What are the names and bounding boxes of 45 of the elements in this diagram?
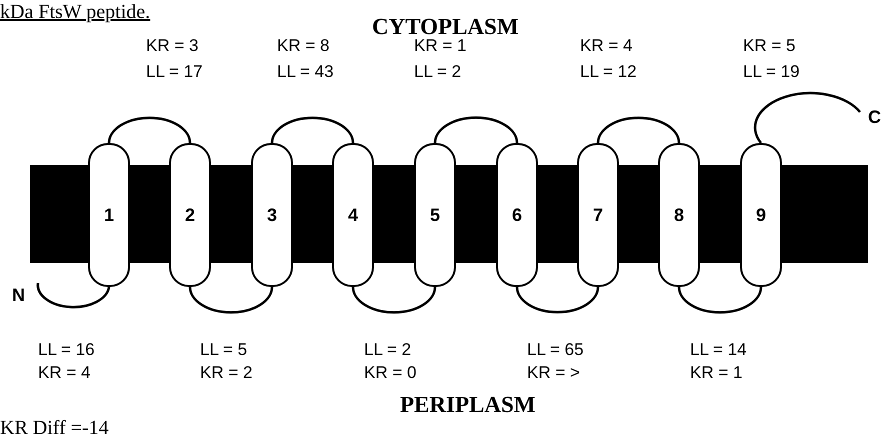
loop-annotation: LL = 16 [38,340,95,360]
terminus-label: C [868,108,881,126]
loop-annotation: KR = 4 [580,36,632,56]
loop-line [188,286,274,314]
loop-annotation: KR = 8 [277,36,330,56]
loop-line [108,116,192,144]
note: KR Diff =-14 [0,417,109,440]
transmembrane-helix: 7 [577,143,619,287]
transmembrane-helix: 4 [332,143,374,287]
transmembrane-helix: 8 [658,143,700,287]
loop-annotation: KR = 4 [38,363,90,383]
loop-annotation: LL = 12 [580,62,637,82]
loop-annotation: KR = 2 [200,363,252,383]
loop-line [352,286,436,314]
loop-annotation: KR = 5 [743,36,796,56]
loop-line [596,116,680,144]
loop-annotation: LL = 2 [364,340,412,360]
transmembrane-helix: 9 [740,143,782,287]
loop-line [516,286,600,314]
transmembrane-helix: 6 [496,143,538,287]
loop-annotation: KR = > [527,363,580,383]
loop-annotation: LL = 17 [146,62,203,82]
loop-line [434,116,518,144]
loop-annotation: LL = 43 [277,62,334,82]
loop-line [270,116,354,144]
loop-annotation: KR = 0 [364,363,416,383]
loop-annotation: LL = 5 [200,340,248,360]
loop-annotation: KR = 1 [690,363,742,383]
region-label: CYTOPLASM [372,14,519,39]
loop-annotation: LL = 2 [414,62,462,82]
transmembrane-helix: 3 [251,143,293,287]
loop-line [36,282,110,308]
terminus-label: N [12,286,25,304]
loop-annotation: LL = 65 [527,340,584,360]
loop-line [754,92,861,144]
loop-line [678,286,762,314]
region-label: PERIPLASM [400,392,536,418]
loop-annotation: KR = 3 [146,36,198,56]
transmembrane-helix: 2 [169,143,211,287]
loop-annotation: KR = 1 [414,36,466,56]
transmembrane-helix: 5 [414,143,456,287]
loop-annotation: LL = 14 [690,340,747,360]
loop-annotation: LL = 19 [743,62,800,82]
transmembrane-helix: 1 [88,143,130,287]
heading: kDa FtsW peptide. [0,1,150,24]
